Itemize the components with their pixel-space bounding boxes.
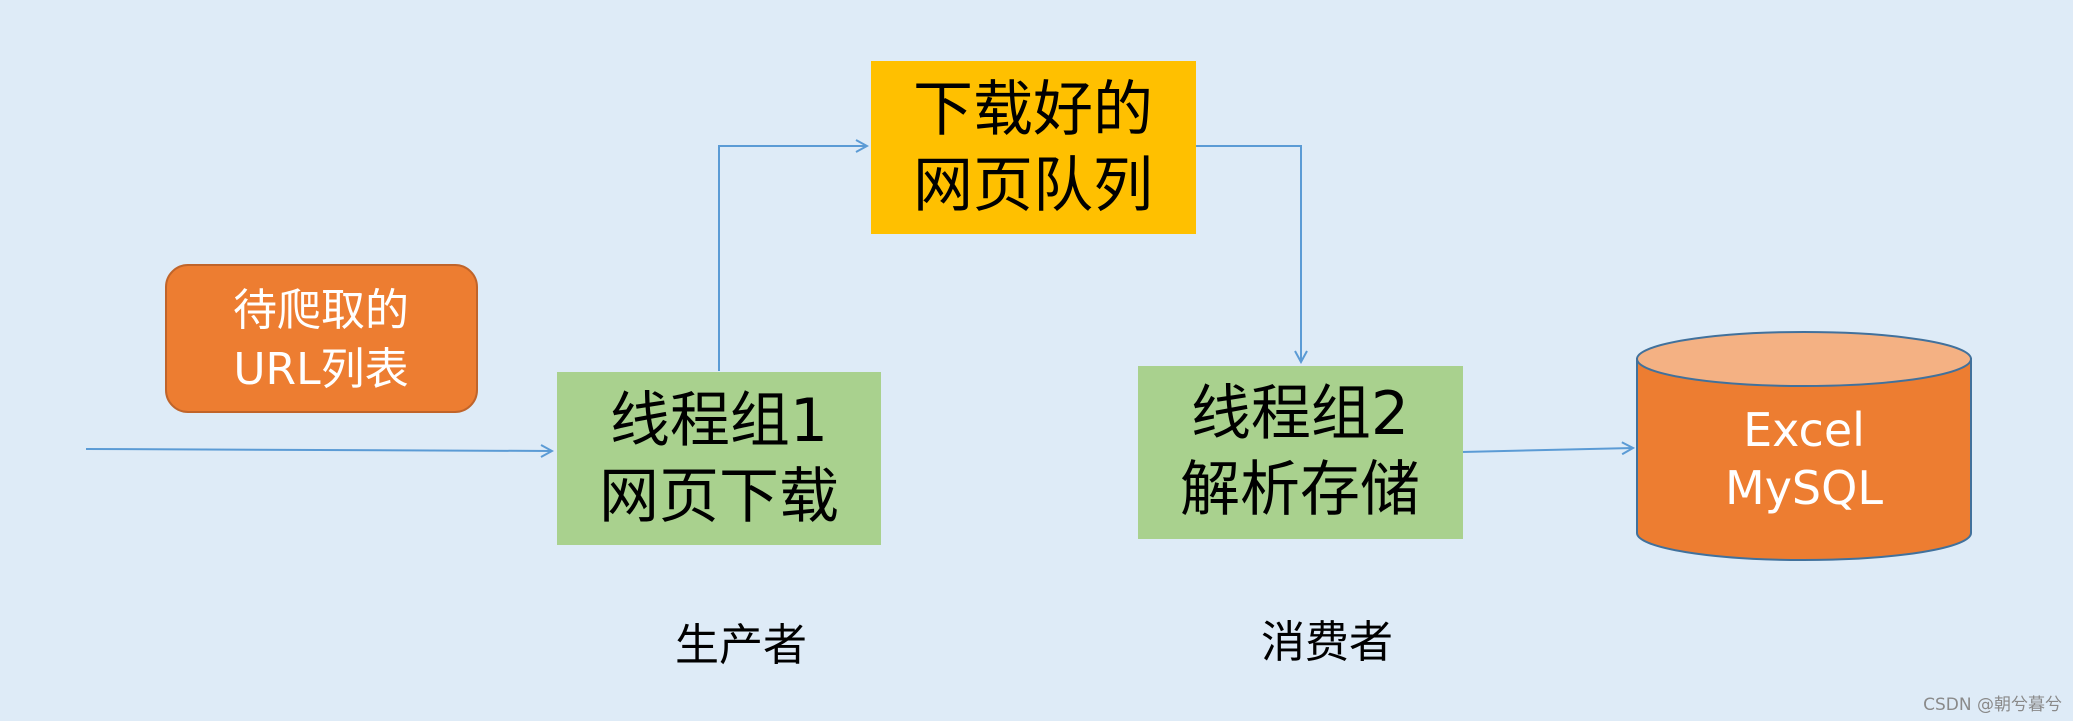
queue-label-line1: 下载好的: [913, 75, 1153, 145]
producer-label: 生产者: [675, 620, 807, 671]
url-list-node: 待爬取的 URL列表: [165, 264, 478, 413]
queue-to-parser-arrow: [1196, 145, 1301, 362]
downloader-label-line2: 网页下载: [599, 462, 839, 532]
url-list-label-line2: URL列表: [233, 344, 408, 395]
consumer-label: 消费者: [1261, 617, 1393, 668]
downloader-node: 线程组1 网页下载: [557, 372, 881, 545]
downloader-label-line1: 线程组1: [610, 386, 828, 456]
storage-node: Excel MySQL: [1636, 331, 1972, 561]
queue-node: 下载好的 网页队列: [871, 61, 1196, 234]
downloader-box: [557, 372, 881, 545]
queue-label-line2: 网页队列: [913, 151, 1153, 221]
url-list-label-line1: 待爬取的: [233, 285, 409, 336]
storage-label-line2: MySQL: [1725, 461, 1883, 515]
input-arrow: [85, 449, 552, 451]
parser-label-line2: 解析存储: [1180, 455, 1420, 525]
parser-node: 线程组2 解析存储: [1138, 366, 1463, 539]
url-list-box: [165, 264, 478, 413]
downloader-to-queue-arrow: [718, 146, 867, 371]
storage-label-line1: Excel: [1743, 403, 1865, 457]
storage-cylinder-top: [1636, 331, 1972, 387]
parser-to-storage-arrow: [1461, 448, 1633, 452]
parser-box: [1138, 366, 1463, 539]
watermark: CSDN @朝兮暮兮: [1923, 695, 2062, 715]
parser-label-line1: 线程组2: [1191, 379, 1409, 449]
queue-box: [871, 61, 1196, 234]
storage-cylinder-body: [1636, 358, 1972, 561]
